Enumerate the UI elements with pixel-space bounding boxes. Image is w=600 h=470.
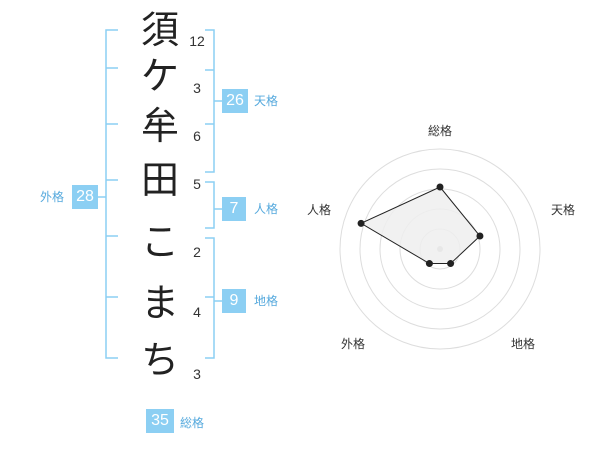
jinkaku-label: 人格: [254, 202, 279, 216]
jinkaku-value: 7: [222, 197, 246, 221]
name-char-5: こ: [140, 220, 179, 264]
radar-ring-4: [359, 168, 521, 330]
name-char-4: 田: [140, 158, 179, 202]
name-char-2: ケ: [140, 54, 179, 98]
name-char-1: 須: [140, 8, 179, 52]
stroke-count-6: 4: [193, 304, 201, 320]
radar-ring-5: [339, 148, 541, 350]
name-char-6: ま: [140, 281, 179, 325]
stroke-count-4: 5: [193, 176, 201, 192]
radar-chart: [339, 148, 541, 350]
tenkaku-value: 26: [222, 89, 248, 113]
chikaku-value: 9: [222, 289, 246, 313]
chikaku-label: 地格: [254, 294, 279, 308]
radar-label-soukaku: 総格: [428, 124, 453, 138]
radar-label-jinkaku: 人格: [307, 203, 332, 217]
stroke-count-7: 3: [193, 366, 201, 382]
gaikaku-value: 28: [72, 185, 98, 209]
gaikaku-label: 外格: [40, 190, 65, 204]
stroke-count-1: 12: [189, 33, 205, 49]
radar-point-1: [476, 232, 484, 240]
radar-label-gaikaku: 外格: [341, 337, 366, 351]
gaikaku-bracket: [94, 29, 118, 359]
radar-label-chikaku: 地格: [511, 337, 536, 351]
stroke-count-3: 6: [193, 128, 201, 144]
soukaku-label: 総格: [180, 416, 205, 430]
radar-point-3: [425, 260, 433, 268]
tenkaku-label: 天格: [254, 94, 279, 108]
chikaku-bracket: [205, 237, 222, 359]
radar-point-2: [447, 260, 455, 268]
radar-label-tenkaku: 天格: [551, 203, 576, 217]
radar-point-4: [357, 219, 365, 227]
tenkaku-bracket: [205, 29, 222, 173]
soukaku-value: 35: [146, 409, 174, 433]
stroke-count-5: 2: [193, 244, 201, 260]
name-char-3: 牟: [140, 104, 179, 148]
jinkaku-bracket: [205, 181, 222, 229]
name-char-7: ち: [140, 338, 179, 382]
stroke-count-2: 3: [193, 80, 201, 96]
radar-polygon: [359, 186, 481, 265]
radar-point-0: [436, 183, 444, 191]
